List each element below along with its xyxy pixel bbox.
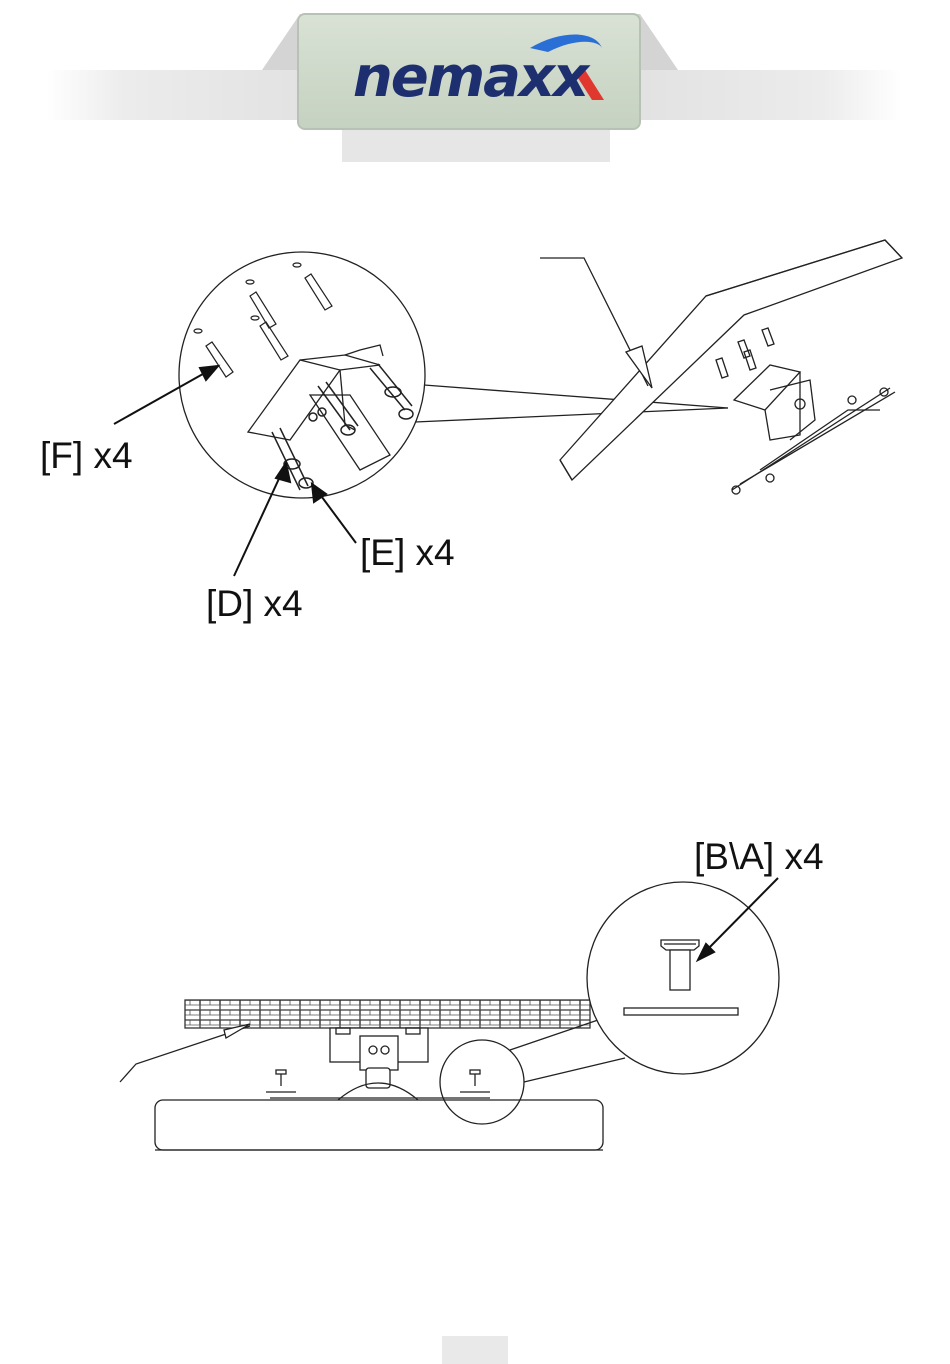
ceiling-bracket [330, 1028, 428, 1100]
brick-ceiling [185, 1000, 590, 1028]
step1-illustration [0, 0, 950, 640]
mounted-bracket [732, 365, 895, 494]
ceiling-pointer-line [540, 258, 648, 386]
detail-magnifier-circle [179, 252, 425, 498]
leader-line [415, 408, 728, 422]
projector-body [155, 1098, 603, 1150]
ceiling-slab [560, 240, 902, 480]
leader-line [524, 1058, 625, 1082]
leader-line [424, 385, 728, 408]
part-label-d: [D] x4 [206, 585, 303, 622]
part-label-e: [E] x4 [360, 534, 455, 571]
part-label-b-a: [B\A] x4 [694, 838, 824, 875]
step2-illustration [0, 860, 950, 1260]
slab-anchors [716, 328, 774, 378]
page-number [442, 1336, 508, 1364]
part-label-f: [F] x4 [40, 437, 133, 474]
